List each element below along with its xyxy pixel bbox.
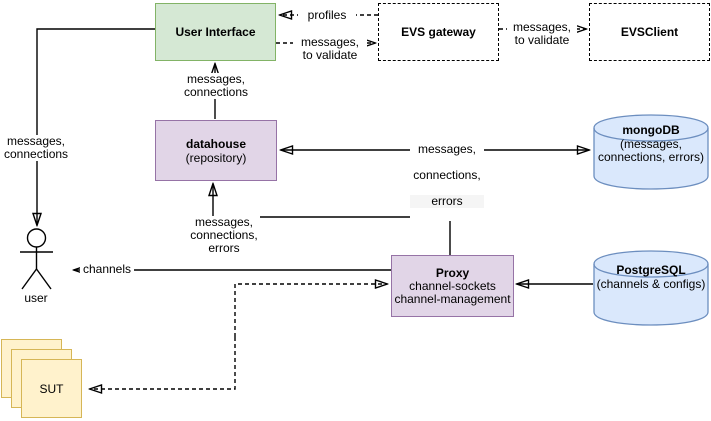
datahouse-title: datahouse <box>185 136 246 151</box>
postgresql-title: PostgreSQL <box>616 263 686 277</box>
edge-label-line: messages, <box>417 142 477 156</box>
node-evs-gateway[interactable]: EVS gateway <box>378 3 499 61</box>
user-actor-label: user <box>24 291 48 305</box>
edge-label-channels: channels <box>80 263 134 276</box>
proxy-subtitle-sockets: channel-sockets <box>409 278 496 293</box>
proxy-title: Proxy <box>435 265 470 280</box>
edge-label-line: errors <box>410 195 484 208</box>
edge-label-proxy-to-datahouse: messages, connections, errors <box>188 216 260 255</box>
edge-sut-to-proxy <box>234 284 387 337</box>
evsclient-title: EVSClient <box>620 24 679 39</box>
node-datahouse[interactable]: datahouse (repository) <box>155 120 277 181</box>
node-user-actor[interactable] <box>16 228 57 291</box>
sut-title: SUT <box>39 381 64 396</box>
database-cylinder-icon <box>593 114 709 190</box>
user-interface-title: User Interface <box>175 24 256 39</box>
edge-ui-to-user <box>37 28 155 225</box>
edge-label-datahouse-to-ui: messages, connections <box>183 72 249 99</box>
evs-gateway-title: EVS gateway <box>401 24 476 39</box>
node-mongodb[interactable]: mongoDB (messages, connections, errors) <box>593 114 709 190</box>
mongodb-subtitle: (messages, connections, errors) <box>597 136 705 164</box>
postgresql-subtitle: (channels & configs) <box>596 276 706 291</box>
edge-label-ui-to-user: messages, connections <box>4 134 69 161</box>
proxy-subtitle-management: channel-management <box>394 291 511 306</box>
edge-label-profiles: profiles <box>298 9 356 22</box>
edge-label-gateway-to-evsclient: messages, to validate <box>507 21 577 47</box>
stick-figure-icon <box>20 228 53 290</box>
database-cylinder-icon <box>593 250 709 326</box>
node-proxy[interactable]: Proxy channel-sockets channel-management <box>391 255 514 317</box>
node-user-interface[interactable]: User Interface <box>155 3 276 61</box>
edge-label-line: connections, <box>413 168 481 182</box>
edge-label-datahouse-mongodb: messages, connections, errors <box>410 130 484 221</box>
node-sut-stack[interactable]: SUT <box>1 339 82 419</box>
mongodb-title: mongoDB <box>622 123 680 137</box>
node-postgresql[interactable]: PostgreSQL (channels & configs) <box>593 250 709 326</box>
edge-label-ui-to-gateway: messages, to validate <box>293 36 367 62</box>
sut-card-front[interactable]: SUT <box>21 359 82 418</box>
node-evsclient[interactable]: EVSClient <box>589 3 710 61</box>
edge-proxy-to-sut <box>90 337 236 389</box>
datahouse-subtitle: (repository) <box>185 150 247 165</box>
